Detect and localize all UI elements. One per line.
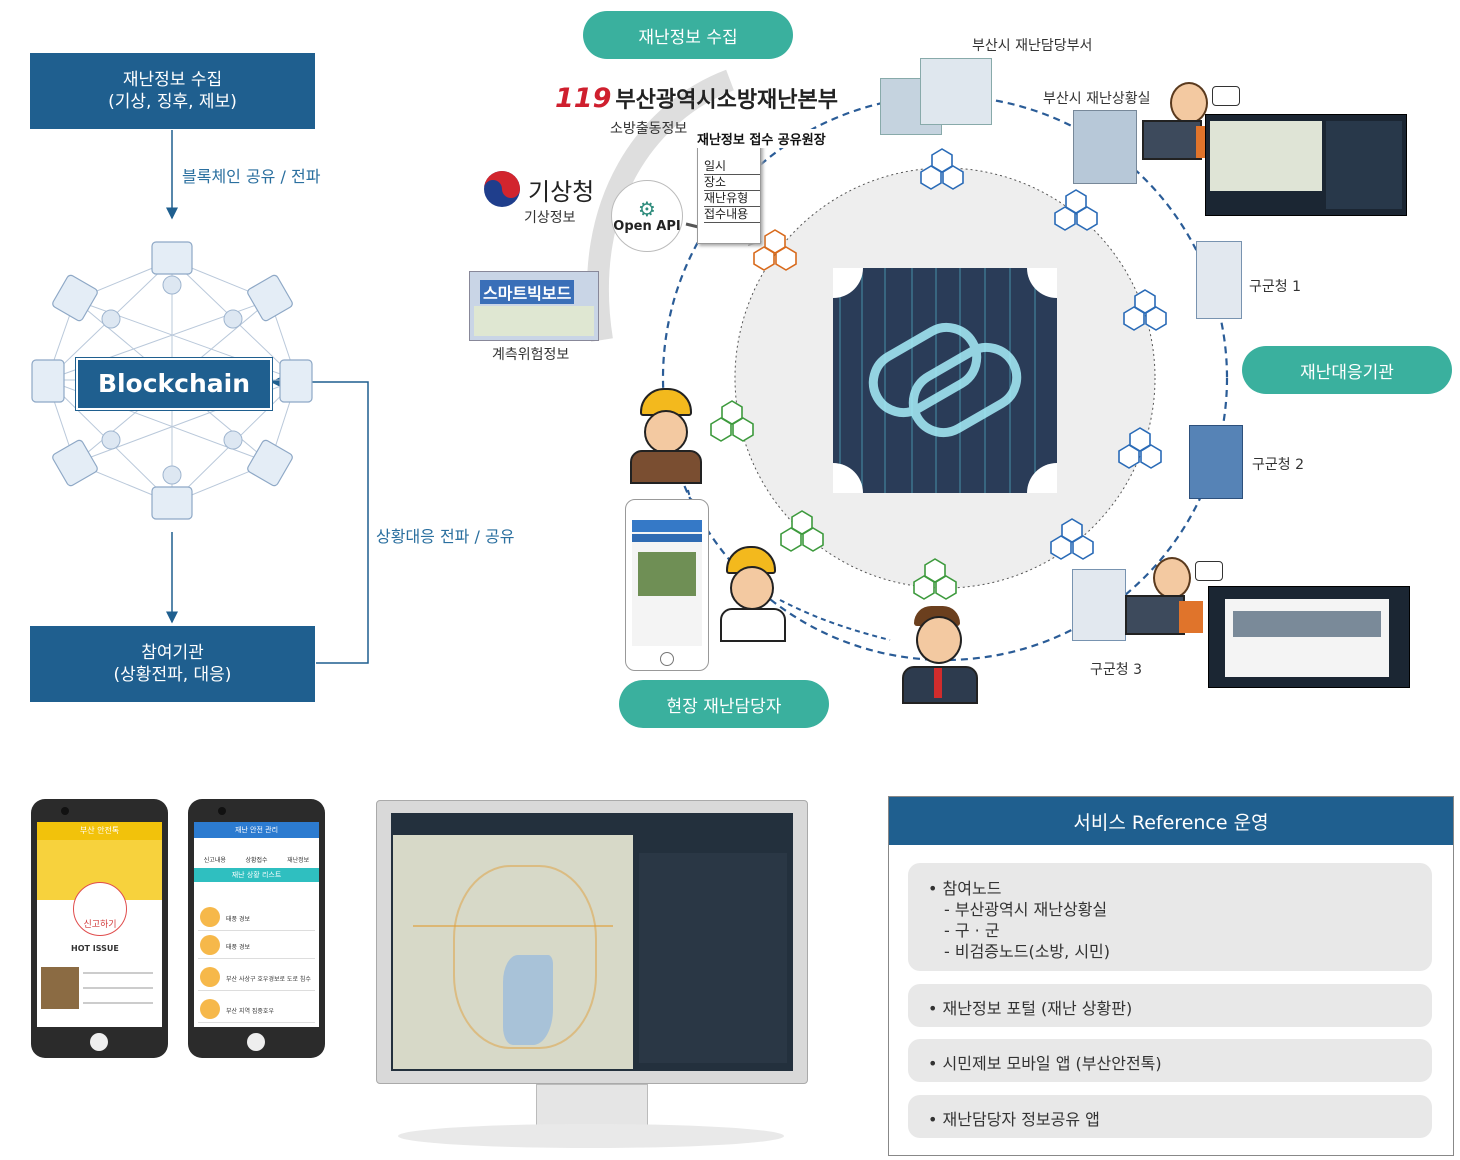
smart-board-screen: 스마트빅보드 <box>469 271 599 341</box>
openapi-label: Open API <box>613 218 681 234</box>
manager-app-title: 재난 안전 관리 <box>234 826 279 834</box>
list-item-title: 태풍 경보 <box>226 916 250 923</box>
gu3-label: 구군청 3 <box>1090 662 1142 678</box>
dept-building-icon <box>880 48 995 138</box>
service-sub: - 부산광역시 재난상황실 <box>944 900 1108 919</box>
service-panel: 서비스 Reference 운영 • 참여노드 - 부산광역시 재난상황실 - … <box>888 796 1454 1156</box>
service-item-text: 재난정보 포털 (재난 상황판) <box>942 999 1133 1018</box>
citizen-app-phone: 부산 안전톡 신고하기 HOT ISSUE <box>31 799 168 1058</box>
service-item-text: 참여노드 <box>942 879 1002 898</box>
doc-items: 일시 장소 재난유형 접수내용 <box>698 145 760 223</box>
doc-item: 접수내용 <box>704 207 760 223</box>
monitor-base <box>398 1124 784 1148</box>
list-item[interactable]: 부산 지역 집중호우 <box>198 996 315 1023</box>
room-label: 부산시 재난상황실 <box>1043 91 1151 107</box>
service-item-nodes: • 참여노드 - 부산광역시 재난상황실 - 구 · 군 - 비검증노드(소방,… <box>908 863 1432 971</box>
smart-board-map <box>474 306 594 336</box>
citizen-app-header: 부산 안전톡 <box>37 822 162 840</box>
agency-pill: 재난대응기관 <box>1242 346 1452 394</box>
worker-icon <box>628 388 702 484</box>
officer-icon <box>900 606 978 704</box>
gu2-label: 구군청 2 <box>1252 457 1304 473</box>
service-sub: - 비검증노드(소방, 시민) <box>944 942 1110 961</box>
flow-arrows <box>166 130 369 664</box>
doc-title: 재난정보 접수 공유원장 <box>697 129 826 148</box>
participant-box-subtitle: (상황전파, 대응) <box>113 665 232 685</box>
report-button[interactable]: 신고하기 <box>73 882 127 936</box>
collect-box-title: 재난정보 수집 <box>122 70 223 90</box>
collect-pill: 재난정보 수집 <box>583 11 793 59</box>
kma-logo: 기상청 <box>482 169 594 209</box>
list-item[interactable]: 태풍 경보 <box>198 904 315 931</box>
gu2-building-icon <box>1189 425 1243 499</box>
doc-item: 재난유형 <box>704 191 760 207</box>
gu1-building-icon <box>1196 241 1242 319</box>
response-label: 상황대응 전파 / 공유 <box>376 527 515 546</box>
service-item-portal: • 재난정보 포털 (재난 상황판) <box>908 984 1432 1027</box>
list-item[interactable]: 태풍 경보 <box>198 932 315 959</box>
service-item-text: 시민제보 모바일 앱 (부산안전톡) <box>942 1054 1162 1073</box>
hot-issue-label: HOT ISSUE <box>71 944 119 953</box>
service-item-citizen-app: • 시민제보 모바일 앱 (부산안전톡) <box>908 1039 1432 1082</box>
fire-sub-label: 소방출동정보 <box>610 121 688 137</box>
hot-issue: HOT ISSUE <box>71 944 119 953</box>
list-item-title: 태풍 경보 <box>226 944 250 951</box>
participant-box: 참여기관 (상황전파, 대응) <box>30 626 315 702</box>
participant-box-title: 참여기관 <box>141 643 204 663</box>
gu3-dashboard-screen <box>1208 586 1410 688</box>
smart-board-sub: 계측위험정보 <box>492 347 570 363</box>
gu3-building-icon <box>1072 569 1126 641</box>
collect-box: 재난정보 수집 (기상, 징후, 제보) <box>30 53 315 129</box>
monitor-stand <box>536 1084 648 1126</box>
room-dashboard-screen <box>1205 114 1407 216</box>
doc-item: 일시 <box>704 159 760 175</box>
kma-sub-label: 기상정보 <box>524 210 576 226</box>
list-item-title: 부산 지역 집중호우 <box>226 1008 274 1015</box>
ring-diagram <box>587 69 1229 662</box>
fire-logo-text: 부산광역시소방재난본부 <box>615 88 839 113</box>
dept-label: 부산시 재난담당부서 <box>972 38 1093 54</box>
gu1-label: 구군청 1 <box>1249 279 1301 295</box>
citizen-app-title: 부산 안전톡 <box>79 826 120 835</box>
smart-board-title: 스마트빅보드 <box>480 280 575 304</box>
list-title: 재난 상황 리스트 <box>231 871 282 879</box>
service-title: 서비스 Reference 운영 <box>889 797 1453 845</box>
tab-receipt[interactable]: 상황접수 <box>245 857 268 864</box>
blockchain-label: Blockchain <box>97 369 251 398</box>
chat-bubble-icon <box>1195 561 1223 581</box>
service-item-text: 재난담당자 정보공유 앱 <box>942 1110 1100 1129</box>
field-pill: 현장 재난담당자 <box>619 680 829 728</box>
tab-disaster-info[interactable]: 재난정보 <box>287 857 310 864</box>
shared-ledger-doc: 일시 장소 재난유형 접수내용 <box>697 144 761 244</box>
manager-app-phone: 재난 안전 관리 신고내용 상황접수 재난정보 재난 상황 리스트 태풍 경보 … <box>188 799 325 1058</box>
blockchain-box: Blockchain <box>76 358 272 410</box>
gu3-operator <box>1125 555 1203 637</box>
doc-item: 장소 <box>704 175 760 191</box>
gear-icon: ⚙ <box>638 196 656 221</box>
list-item-title: 부산 사상구 호우경보로 도로 침수 <box>226 976 311 983</box>
service-item-manager-app: • 재난담당자 정보공유 앱 <box>908 1095 1432 1138</box>
kma-emblem-icon <box>484 171 520 207</box>
service-sub: - 구 · 군 <box>944 921 1000 940</box>
female-worker-icon <box>718 546 786 642</box>
fire-logo-number: 119 <box>555 82 612 114</box>
openapi-badge: ⚙ Open API <box>611 180 683 252</box>
share-label: 블록체인 공유 / 전파 <box>182 167 321 186</box>
tab-report[interactable]: 신고내용 <box>203 857 226 864</box>
kma-name: 기상청 <box>528 177 595 206</box>
chat-bubble-icon <box>1212 86 1240 106</box>
room-building-icon <box>1073 110 1137 184</box>
report-label: 신고하기 <box>83 920 117 930</box>
portal-monitor <box>376 800 808 1084</box>
field-phone <box>625 499 709 671</box>
list-item[interactable]: 부산 사상구 호우경보로 도로 침수 <box>198 964 315 991</box>
blockchain-network <box>31 241 313 520</box>
manager-tabs: 신고내용 상황접수 재난정보 <box>194 838 319 864</box>
fire-dept-logo: 119 부산광역시소방재난본부 <box>555 82 838 114</box>
collect-box-subtitle: (기상, 징후, 제보) <box>108 92 237 112</box>
